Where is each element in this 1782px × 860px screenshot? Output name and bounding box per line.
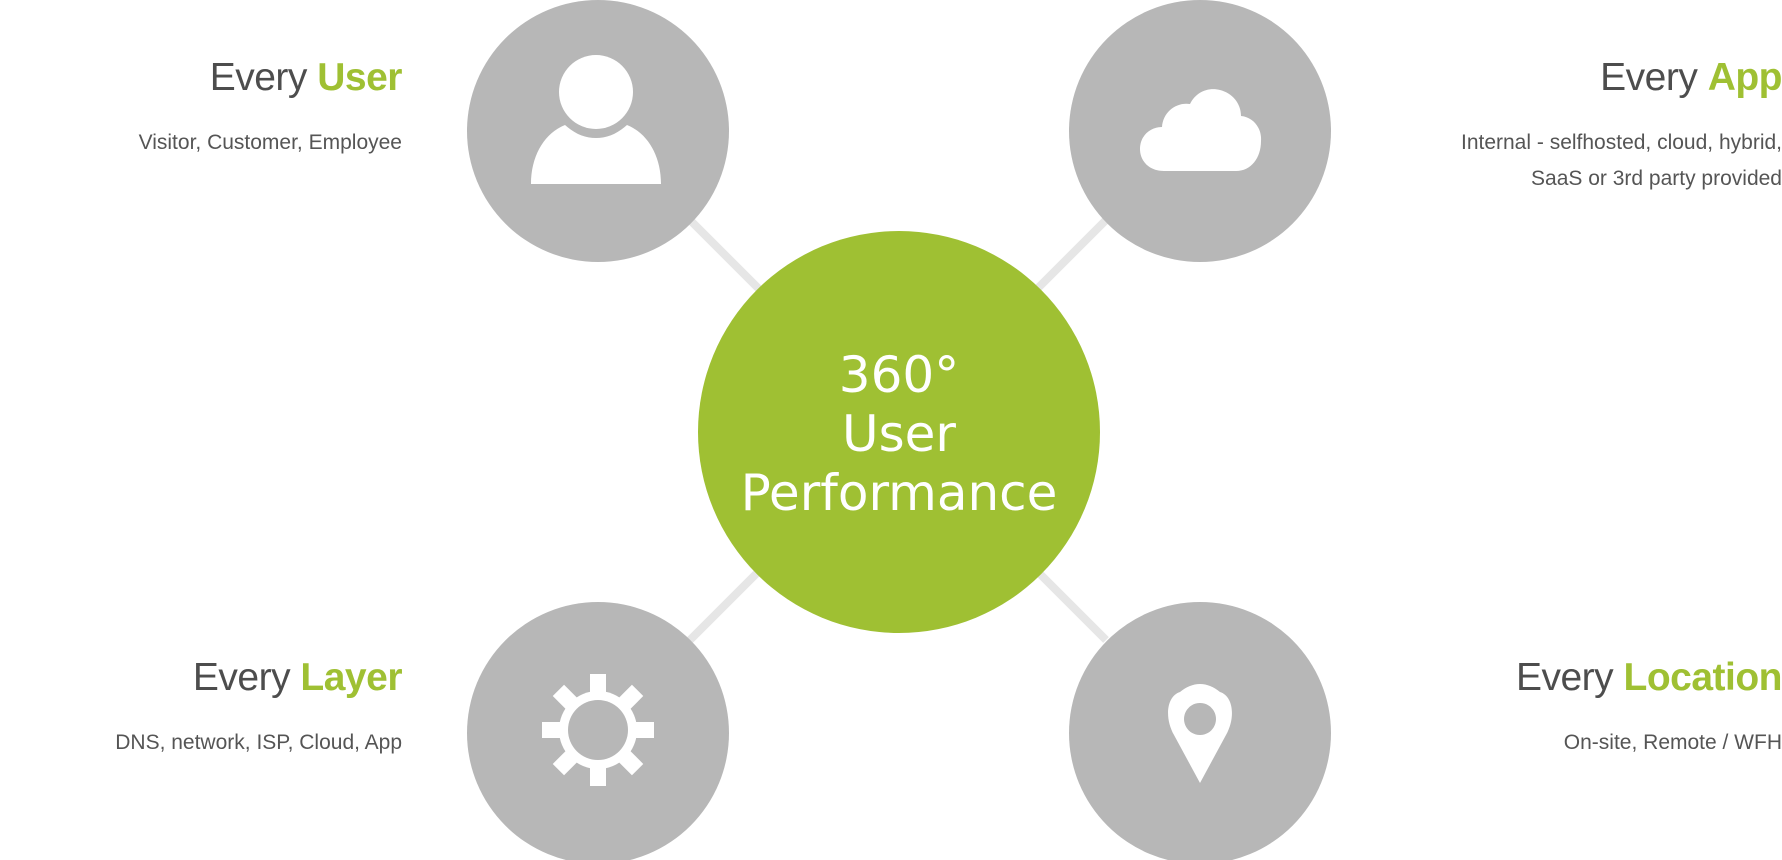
label-location-description: On-site, Remote / WFH bbox=[1563, 731, 1782, 754]
connector-app bbox=[1033, 217, 1109, 293]
location-pin-icon bbox=[1168, 684, 1232, 783]
center-line-3: Performance bbox=[741, 464, 1058, 522]
center-line-1: 360° bbox=[839, 346, 959, 404]
center-hub bbox=[698, 231, 1100, 633]
label-user-title: Every User bbox=[209, 56, 403, 99]
label-layer-title: Every Layer bbox=[192, 656, 403, 699]
connector-location bbox=[1033, 567, 1109, 643]
label-user-description: Visitor, Customer, Employee bbox=[138, 131, 402, 154]
label-app-description: Internal - selfhosted, cloud, hybrid, Sa… bbox=[1460, 131, 1782, 190]
cloud-icon bbox=[1140, 89, 1262, 171]
gear-icon bbox=[542, 674, 654, 786]
location-node bbox=[1069, 602, 1331, 860]
label-location-title: Every Location bbox=[1515, 656, 1782, 699]
connector-layer bbox=[687, 567, 763, 643]
label-location: Every Location On-site, Remote / WFH bbox=[1362, 658, 1782, 761]
connector-user bbox=[687, 217, 763, 293]
user-icon bbox=[531, 55, 661, 184]
center-line-2: User bbox=[842, 405, 956, 463]
label-layer-description: DNS, network, ISP, Cloud, App bbox=[115, 731, 402, 754]
label-app-title: Every App bbox=[1600, 56, 1782, 99]
label-user: Every User Visitor, Customer, Employee bbox=[0, 56, 403, 161]
user-node bbox=[467, 0, 729, 262]
label-layer: Every Layer DNS, network, ISP, Cloud, Ap… bbox=[0, 658, 402, 761]
label-app: Every App Internal - selfhosted, cloud, … bbox=[1362, 58, 1782, 197]
